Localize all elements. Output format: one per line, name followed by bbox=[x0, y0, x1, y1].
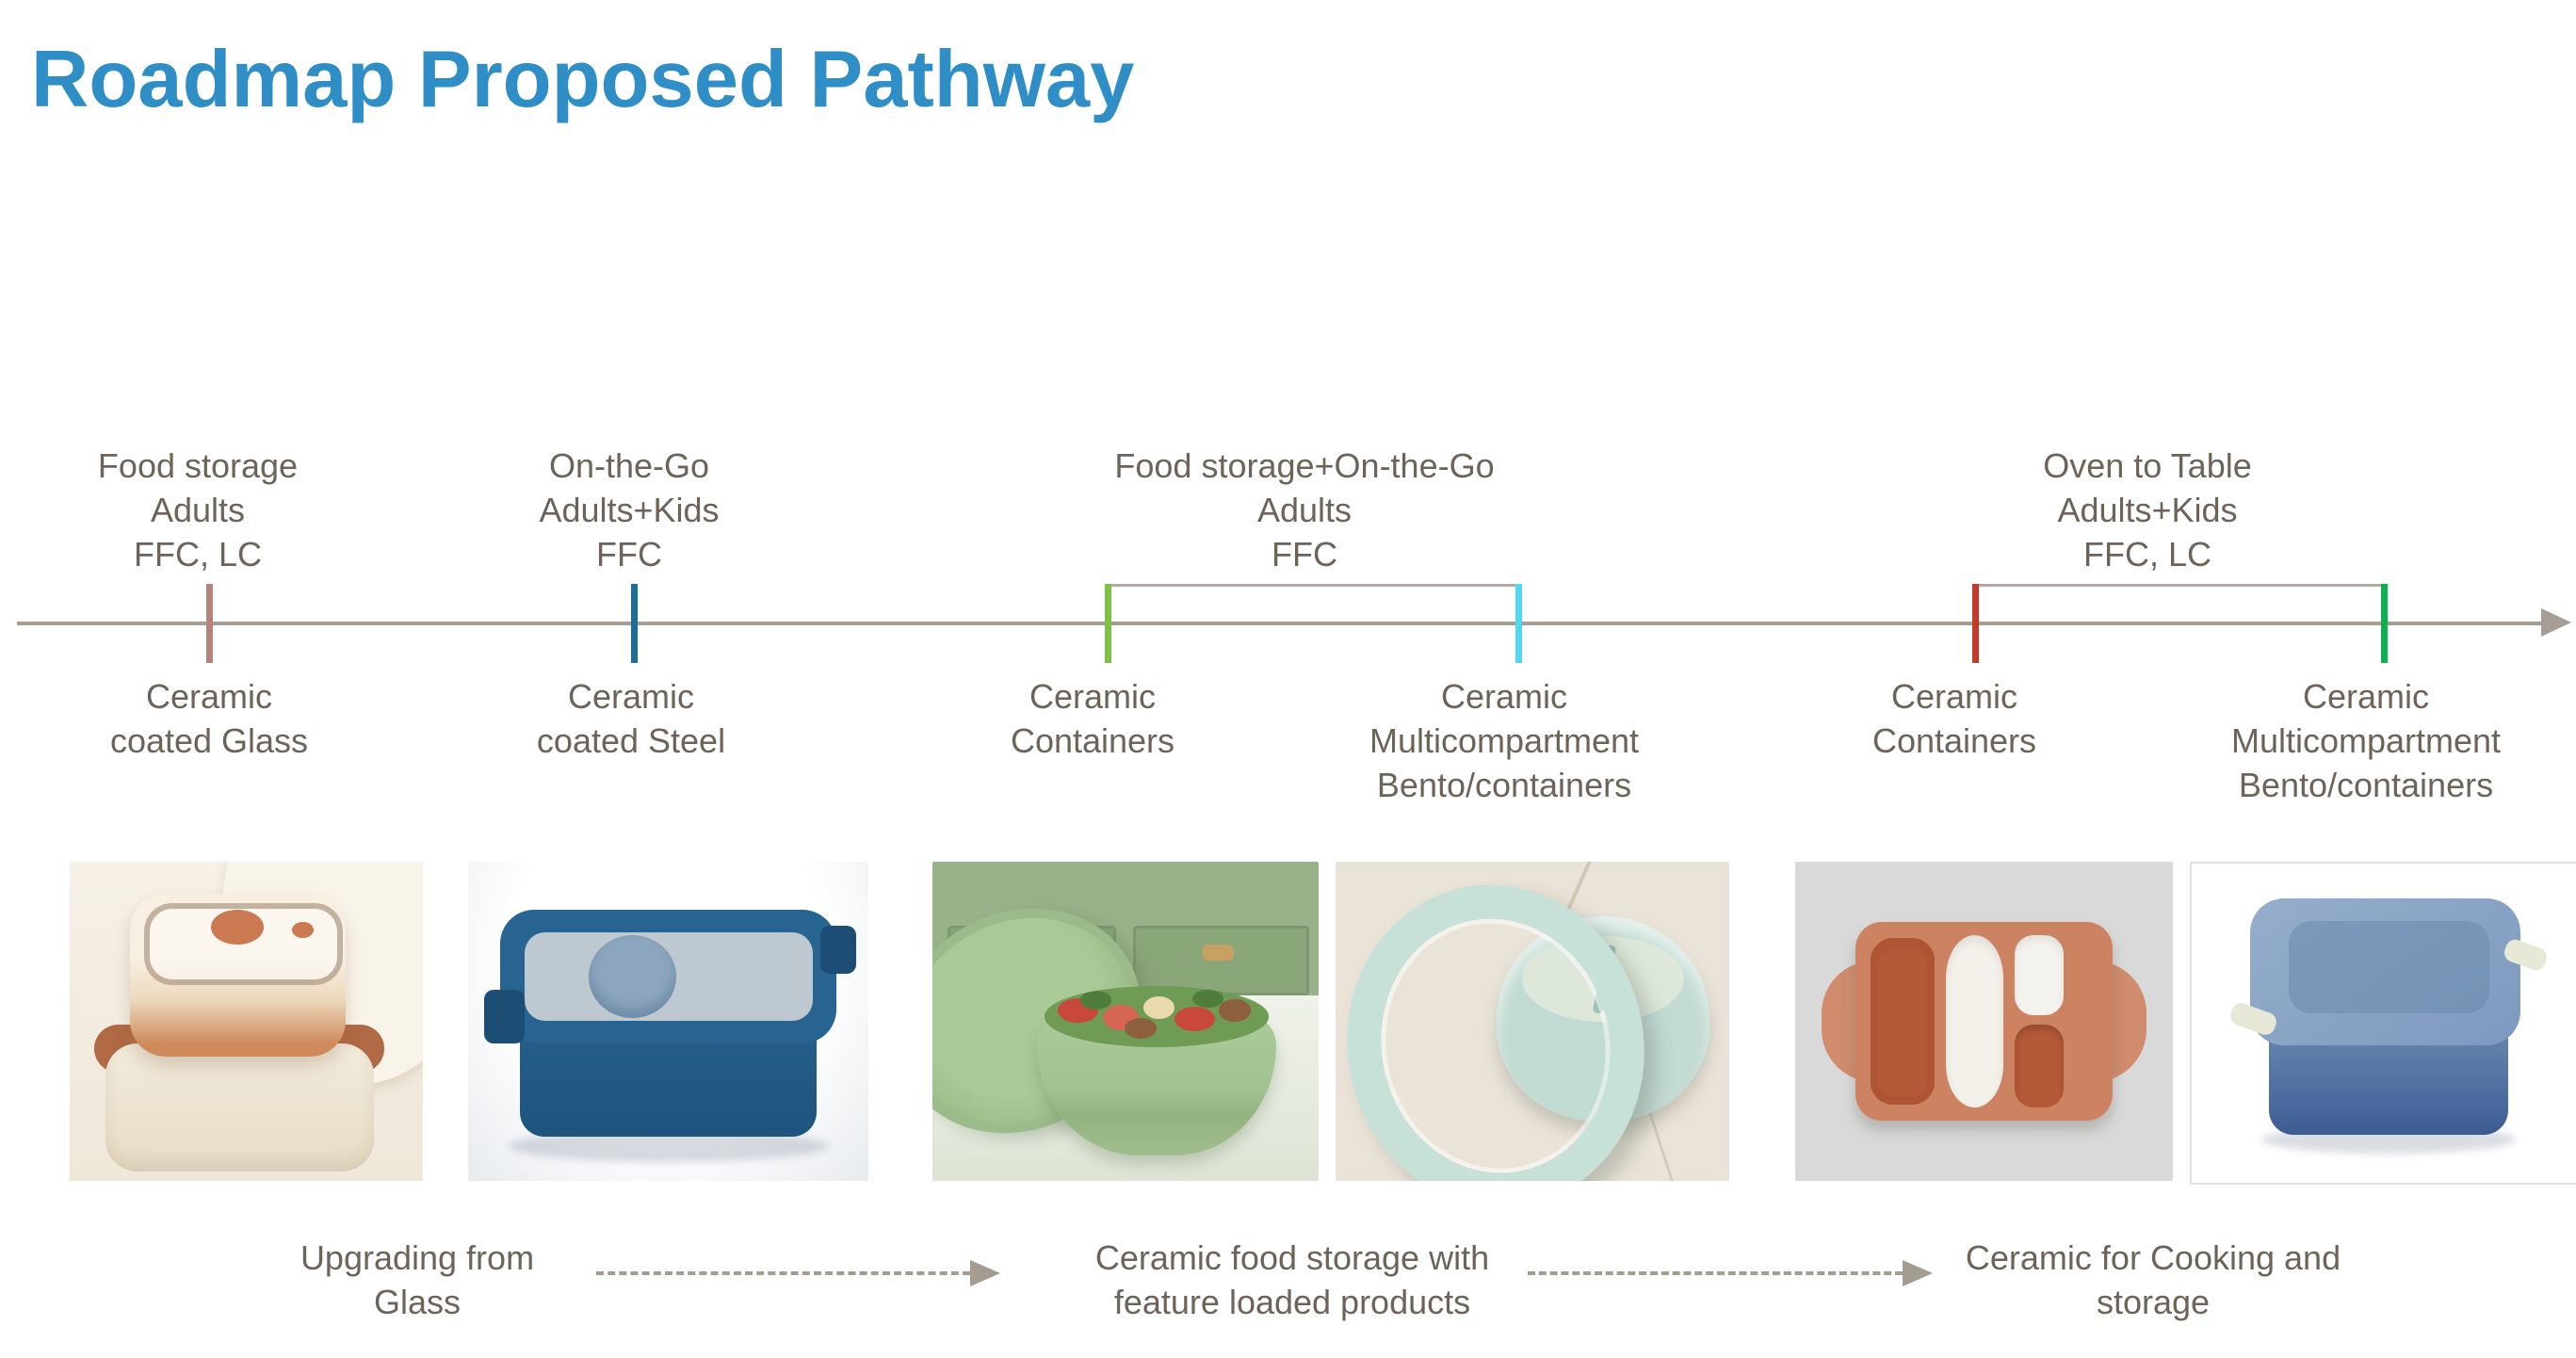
drawer-handle-shape bbox=[1203, 945, 1234, 962]
range-bracket-food-storage-on-the-go bbox=[1109, 584, 1519, 587]
product-photo-ceramic-coated-glass-set bbox=[70, 862, 423, 1181]
product-photo-aqua-multicompartment-round bbox=[1336, 862, 1729, 1181]
salad-shape bbox=[1044, 986, 1269, 1047]
tick-ceramic-coated-glass bbox=[206, 584, 213, 663]
latch-right-shape bbox=[820, 925, 857, 974]
lid-inset-shape bbox=[2288, 921, 2489, 1014]
milestone-label-food-storage-on-the-go: Food storage+On-the-Go Adults FFC bbox=[1114, 446, 1495, 574]
tick-ceramic-containers-1 bbox=[1105, 584, 1111, 663]
tick-ceramic-multicompartment-2 bbox=[2381, 584, 2388, 663]
round-bowl-shape bbox=[1497, 915, 1710, 1121]
range-bracket-oven-to-table bbox=[1976, 584, 2385, 587]
material-label-ceramic-multicompartment-1: Ceramic Multicompartment Bento/container… bbox=[1369, 677, 1640, 804]
product-photo-blue-bento-box bbox=[2190, 862, 2576, 1185]
page-title: Roadmap Proposed Pathway bbox=[31, 35, 1135, 124]
product-photo-green-ceramic-container bbox=[932, 862, 1319, 1181]
stage-arrow-1-head-icon bbox=[970, 1260, 1000, 1286]
compartment-terracotta-square-shape bbox=[2014, 1024, 2064, 1107]
stage-caption-feature-loaded: Ceramic food storage with feature loaded… bbox=[1094, 1238, 1490, 1321]
lid-knob-shape bbox=[211, 909, 265, 946]
ring-lid-shape bbox=[1336, 862, 1675, 1181]
product-photo-terracotta-bento-tray bbox=[1795, 862, 2173, 1181]
latch-left-shape bbox=[484, 989, 525, 1044]
compartment-white-oval-shape bbox=[1946, 934, 2003, 1108]
stage-caption-upgrading-from-glass: Upgrading from Glass bbox=[300, 1238, 535, 1321]
stage-arrow-2 bbox=[1528, 1271, 1903, 1275]
material-label-ceramic-coated-glass: Ceramic coated Glass bbox=[109, 677, 309, 760]
sauce-cup-shape bbox=[588, 934, 676, 1019]
compartment-terracotta-long-shape bbox=[1871, 938, 1936, 1105]
milestone-label-food-storage: Food storage Adults FFC, LC bbox=[97, 446, 299, 574]
tick-ceramic-coated-steel bbox=[631, 584, 638, 663]
lid-vent-shape bbox=[292, 922, 314, 939]
compartment-white-square-shape bbox=[2014, 934, 2064, 1015]
timeline-arrowhead-icon bbox=[2541, 608, 2571, 637]
material-label-ceramic-containers-1: Ceramic Containers bbox=[1010, 677, 1175, 760]
bottom-container-shape bbox=[105, 1043, 374, 1172]
cabinet-drawer-shape bbox=[1133, 925, 1309, 995]
milestone-label-on-the-go: On-the-Go Adults+Kids FFC bbox=[539, 446, 720, 574]
tick-ceramic-multicompartment-1 bbox=[1515, 584, 1522, 663]
product-photo-ceramic-coated-steel-box bbox=[468, 862, 868, 1181]
timeline-axis bbox=[17, 622, 2547, 625]
material-label-ceramic-containers-2: Ceramic Containers bbox=[1871, 677, 2037, 760]
tick-ceramic-containers-2 bbox=[1972, 584, 1979, 663]
stage-arrow-1 bbox=[596, 1271, 970, 1275]
stage-caption-cooking-and-storage: Ceramic for Cooking and storage bbox=[1965, 1238, 2341, 1321]
material-label-ceramic-multicompartment-2: Ceramic Multicompartment Bento/container… bbox=[2230, 677, 2502, 804]
material-label-ceramic-coated-steel: Ceramic coated Steel bbox=[536, 677, 726, 760]
milestone-label-oven-to-table: Oven to Table Adults+Kids FFC, LC bbox=[2043, 446, 2252, 574]
stage-arrow-2-head-icon bbox=[1903, 1260, 1933, 1286]
